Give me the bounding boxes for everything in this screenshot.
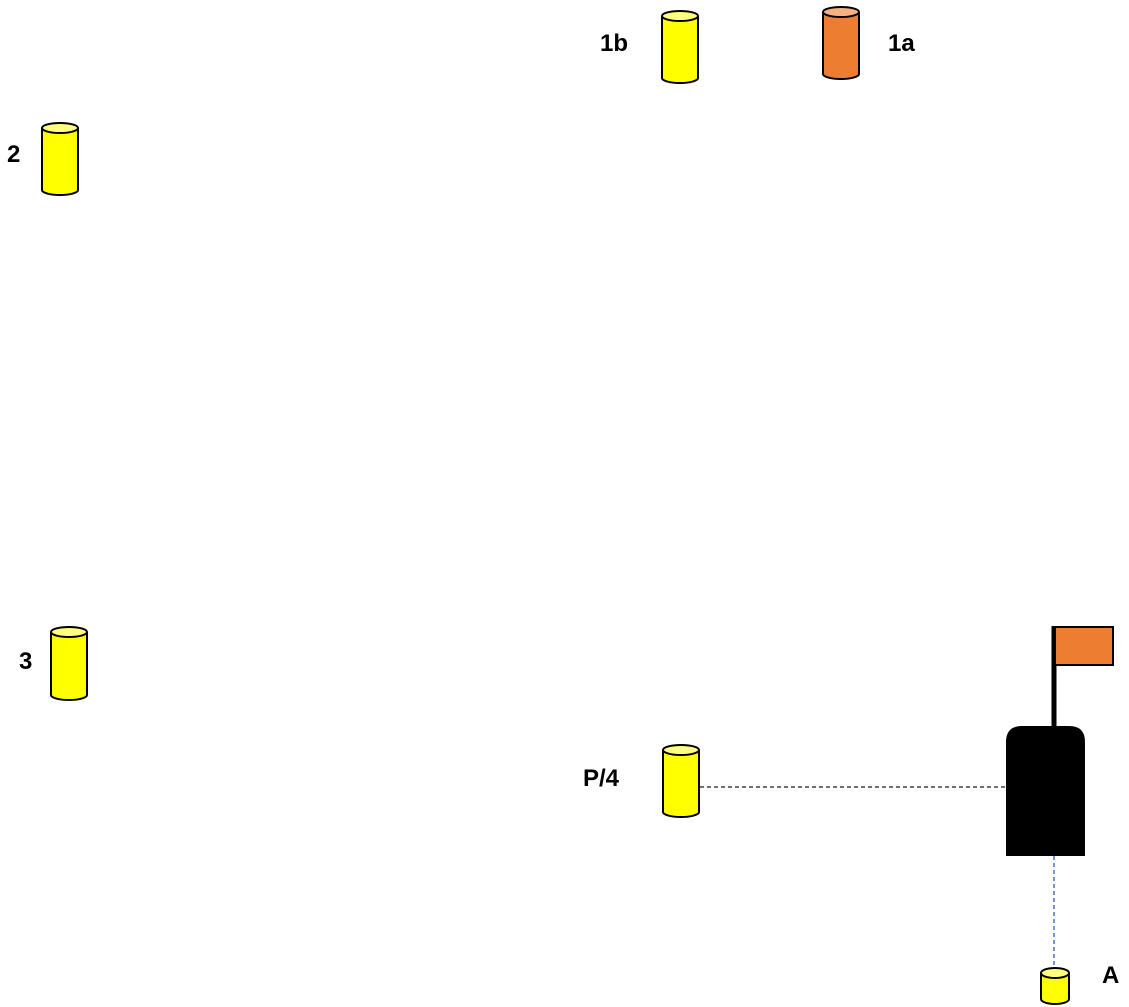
- buoy-p4: P/4: [583, 744, 700, 818]
- buoy-1a-body: [822, 12, 860, 80]
- buoy-1a: 1a: [822, 6, 915, 80]
- buoy-3-top: [50, 626, 88, 638]
- buoy-1b-label: 1b: [600, 30, 628, 57]
- buoy-2-label: 2: [7, 141, 20, 168]
- buoy-1b-body: [661, 16, 699, 84]
- buoy-3: 3: [19, 626, 88, 701]
- buoy-1a-label: 1a: [888, 30, 915, 57]
- buoy-a-top: [1040, 967, 1070, 979]
- buoy-1b: 1b: [600, 10, 699, 84]
- committee-boat: [1006, 626, 1114, 856]
- committee-boat-hull: [1006, 726, 1085, 856]
- buoy-a-body: [1040, 973, 1070, 1005]
- orange-flag-icon: [1054, 626, 1114, 666]
- buoy-3-body: [50, 632, 88, 701]
- buoy-p4-top: [662, 744, 700, 756]
- buoy-3-label: 3: [19, 648, 32, 675]
- buoy-2-body: [41, 128, 79, 196]
- buoy-p4-label: P/4: [583, 765, 620, 792]
- buoy-a-label: A: [1102, 962, 1119, 989]
- buoy-1a-top: [822, 6, 860, 18]
- buoy-a: A: [1040, 962, 1119, 1005]
- buoy-1b-top: [661, 10, 699, 22]
- buoy-2-top: [41, 122, 79, 134]
- buoy-p4-body: [662, 750, 700, 818]
- buoy-2: 2: [7, 122, 79, 196]
